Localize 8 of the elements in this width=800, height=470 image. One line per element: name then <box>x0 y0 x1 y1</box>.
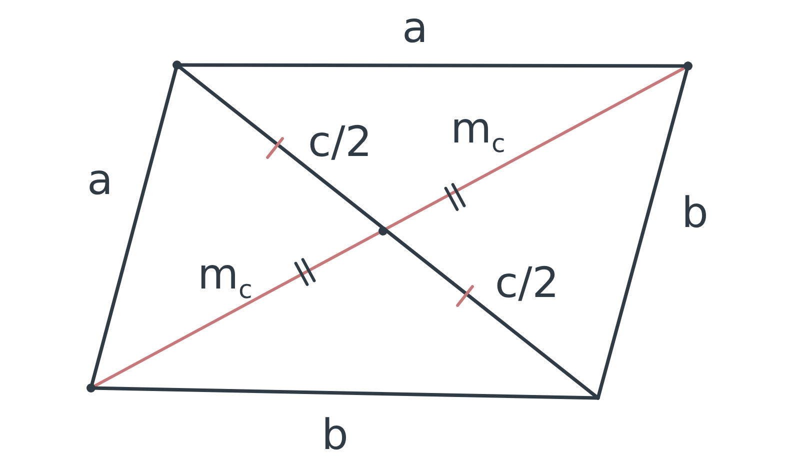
median-label: m$_{c}$ <box>450 108 506 156</box>
half-diagonal-label: c/2 <box>308 121 372 163</box>
side-label: b <box>322 414 348 456</box>
side-label: a <box>402 7 428 49</box>
side-label: a <box>87 159 113 201</box>
half-diagonal-label: c/2 <box>495 262 559 304</box>
median-label: m$_{c}$ <box>198 254 252 302</box>
side-label: b <box>682 192 708 234</box>
